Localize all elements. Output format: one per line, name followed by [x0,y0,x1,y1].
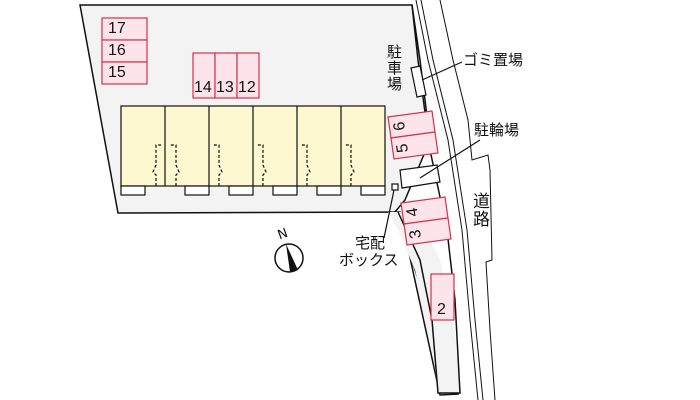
bicycle-leader [419,139,481,179]
north-compass-icon [274,243,304,273]
parking-group-6-5 [387,110,439,160]
delivery-box-label-2: ボックス [339,251,399,269]
delivery-box-leader [383,189,395,239]
bicycle-label: 駐輪場 [474,121,520,139]
parking-space-17: 17 [108,20,126,37]
garbage-leader [421,61,463,81]
bicycle-area [399,164,441,189]
parking-space-16: 16 [108,42,126,59]
delivery-box [391,183,399,191]
parking-space-12: 12 [238,79,256,96]
parking-area-label: 駐車場 [385,44,403,92]
delivery-box-label-1: 宅配 [355,234,386,252]
parking-group-4-3 [400,196,452,246]
parking-space-2: 2 [437,301,446,318]
parking-space-14: 14 [194,79,212,96]
building [120,105,386,196]
garbage-label: ゴミ置場 [463,51,524,69]
garbage-area [410,65,427,98]
parking-group-left [101,17,148,85]
road-label: 道路 [469,192,489,228]
parking-space-15: 15 [108,64,126,81]
lot-strip [388,212,460,393]
road-edges [415,0,496,400]
parking-group-top [192,52,260,99]
parking-space-13: 13 [216,79,234,96]
parking-space-2-box [430,273,455,321]
